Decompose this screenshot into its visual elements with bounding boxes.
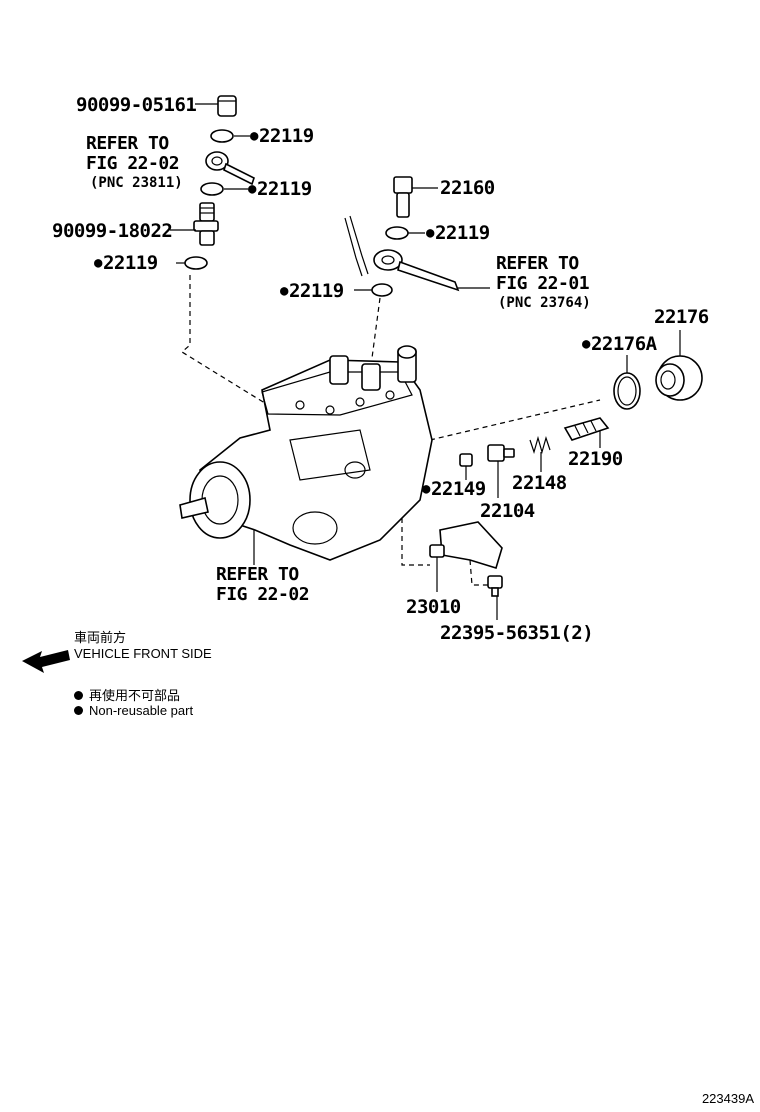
label-22149: 22149 (422, 480, 486, 499)
plug-90099-05161 (217, 95, 237, 117)
label-90099-05161: 90099-05161 (76, 94, 197, 116)
shim-22149 (459, 453, 473, 467)
arrow-left-icon (22, 650, 70, 673)
gasket-22119-a (210, 129, 234, 143)
o-ring-22176A (613, 372, 641, 410)
label-22190: 22190 (568, 448, 623, 470)
label-22104: 22104 (480, 500, 535, 522)
bullet-dot-icon (74, 691, 83, 701)
label-22119-c: 22119 (94, 254, 158, 273)
gasket-22119-e (371, 283, 393, 297)
assembly-line-center (371, 297, 381, 359)
label-22176A: 22176A (582, 335, 657, 354)
refer-a-line1: REFER TO (86, 133, 169, 154)
legend-front-jp: 車両前方 (74, 630, 127, 645)
legend-nonreuse-jp-text: 再使用不可部品 (89, 688, 181, 703)
label-22119-d: 22119 (426, 224, 490, 243)
label-23010: 23010 (406, 596, 461, 618)
refer-b-line3: (PNC 23764) (498, 295, 591, 311)
assembly-line-bolt (469, 559, 490, 586)
sensor-23010 (429, 521, 503, 570)
bolt-22395-56351 (487, 575, 503, 597)
legend-front-en: VEHICLE FRONT SIDE (74, 646, 212, 661)
label-22160: 22160 (440, 177, 495, 199)
pipe-refer-fig-22-01 (344, 215, 460, 292)
refer-b-line2: FIG 22-01 (496, 273, 590, 294)
label-90099-18022: 90099-18022 (52, 220, 173, 242)
union-bolt-refer-fig-22-02 (205, 151, 255, 186)
refer-a-line2: FIG 22-02 (86, 153, 180, 174)
gasket-22119-d (385, 226, 409, 240)
spring-22148 (529, 435, 551, 455)
label-22395-56351: 22395-56351(2) (440, 622, 594, 644)
fitting-90099-18022 (193, 202, 219, 246)
refer-c-line1: REFER TO (216, 564, 299, 585)
label-22176: 22176 (654, 306, 709, 328)
legend-nonreuse-jp: 再使用不可部品 (74, 685, 180, 704)
banjo-bolt-22160 (393, 176, 413, 218)
label-22148: 22148 (512, 472, 567, 494)
label-22119-a: 22119 (250, 127, 314, 146)
assembly-line-right (429, 399, 601, 441)
piston-22104 (487, 444, 515, 462)
figure-id: 223439A (701, 1091, 754, 1106)
label-22119-e: 22119 (280, 282, 344, 301)
refer-a-line3: (PNC 23811) (90, 175, 183, 191)
gasket-22119-c (184, 256, 208, 270)
assembly-line-bottom (401, 500, 430, 566)
refer-b-line1: REFER TO (496, 253, 579, 274)
gasket-22119-b (200, 182, 224, 196)
refer-c-line2: FIG 22-02 (216, 584, 310, 605)
valve-22190 (563, 417, 610, 441)
label-22119-b: 22119 (248, 180, 312, 199)
assembly-line-left (180, 275, 269, 406)
legend-nonreuse-en: Non-reusable part (74, 703, 193, 718)
legend-nonreuse-en-text: Non-reusable part (89, 703, 194, 718)
bullet-dot-icon (74, 706, 83, 716)
pump-drive-shaft (189, 461, 251, 539)
cap-nut-22176 (655, 355, 703, 401)
injection-pump-body (179, 345, 433, 561)
